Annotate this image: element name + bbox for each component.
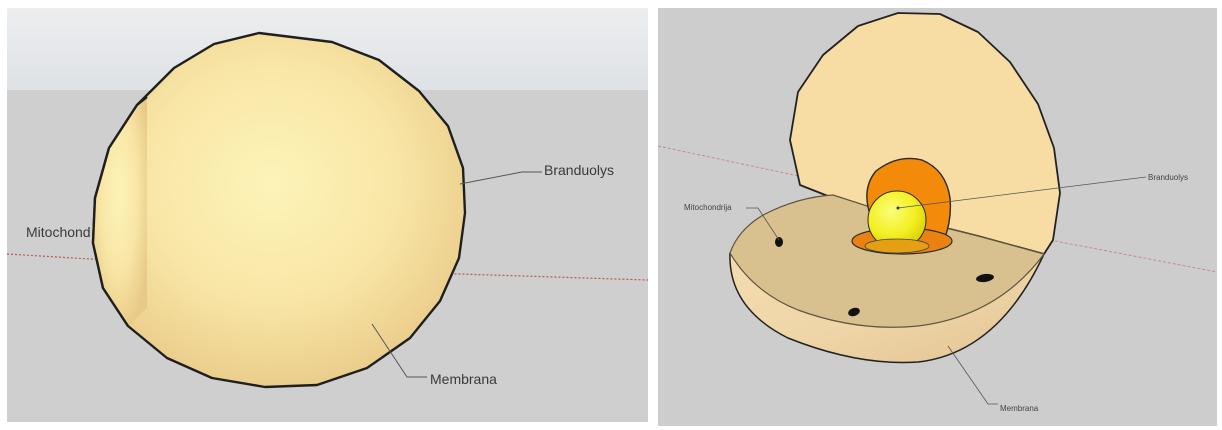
closed-cell-drawing xyxy=(7,8,648,422)
closed-cell-view: Branduolys Membrana Mitochond xyxy=(7,8,648,422)
branduolys-anchor xyxy=(897,207,900,210)
label-membrana: Membrana xyxy=(1000,405,1038,413)
red-axis-right xyxy=(1050,240,1217,272)
cutaway-cell-view: Branduolys Mitochondrija Membrana xyxy=(658,8,1217,426)
label-mitochondrija-partial: Mitochond xyxy=(26,225,91,239)
label-membrana: Membrana xyxy=(430,372,497,386)
label-mitochondrija: Mitochondrija xyxy=(684,204,732,212)
cutaway-cell-drawing xyxy=(658,8,1217,426)
mitochondrion xyxy=(775,237,783,247)
label-branduolys: Branduolys xyxy=(544,163,614,177)
nucleus-core-cut xyxy=(865,239,929,253)
red-axis-left xyxy=(658,146,808,178)
membrana-leader-line xyxy=(948,346,998,404)
label-branduolys: Branduolys xyxy=(1148,174,1188,182)
